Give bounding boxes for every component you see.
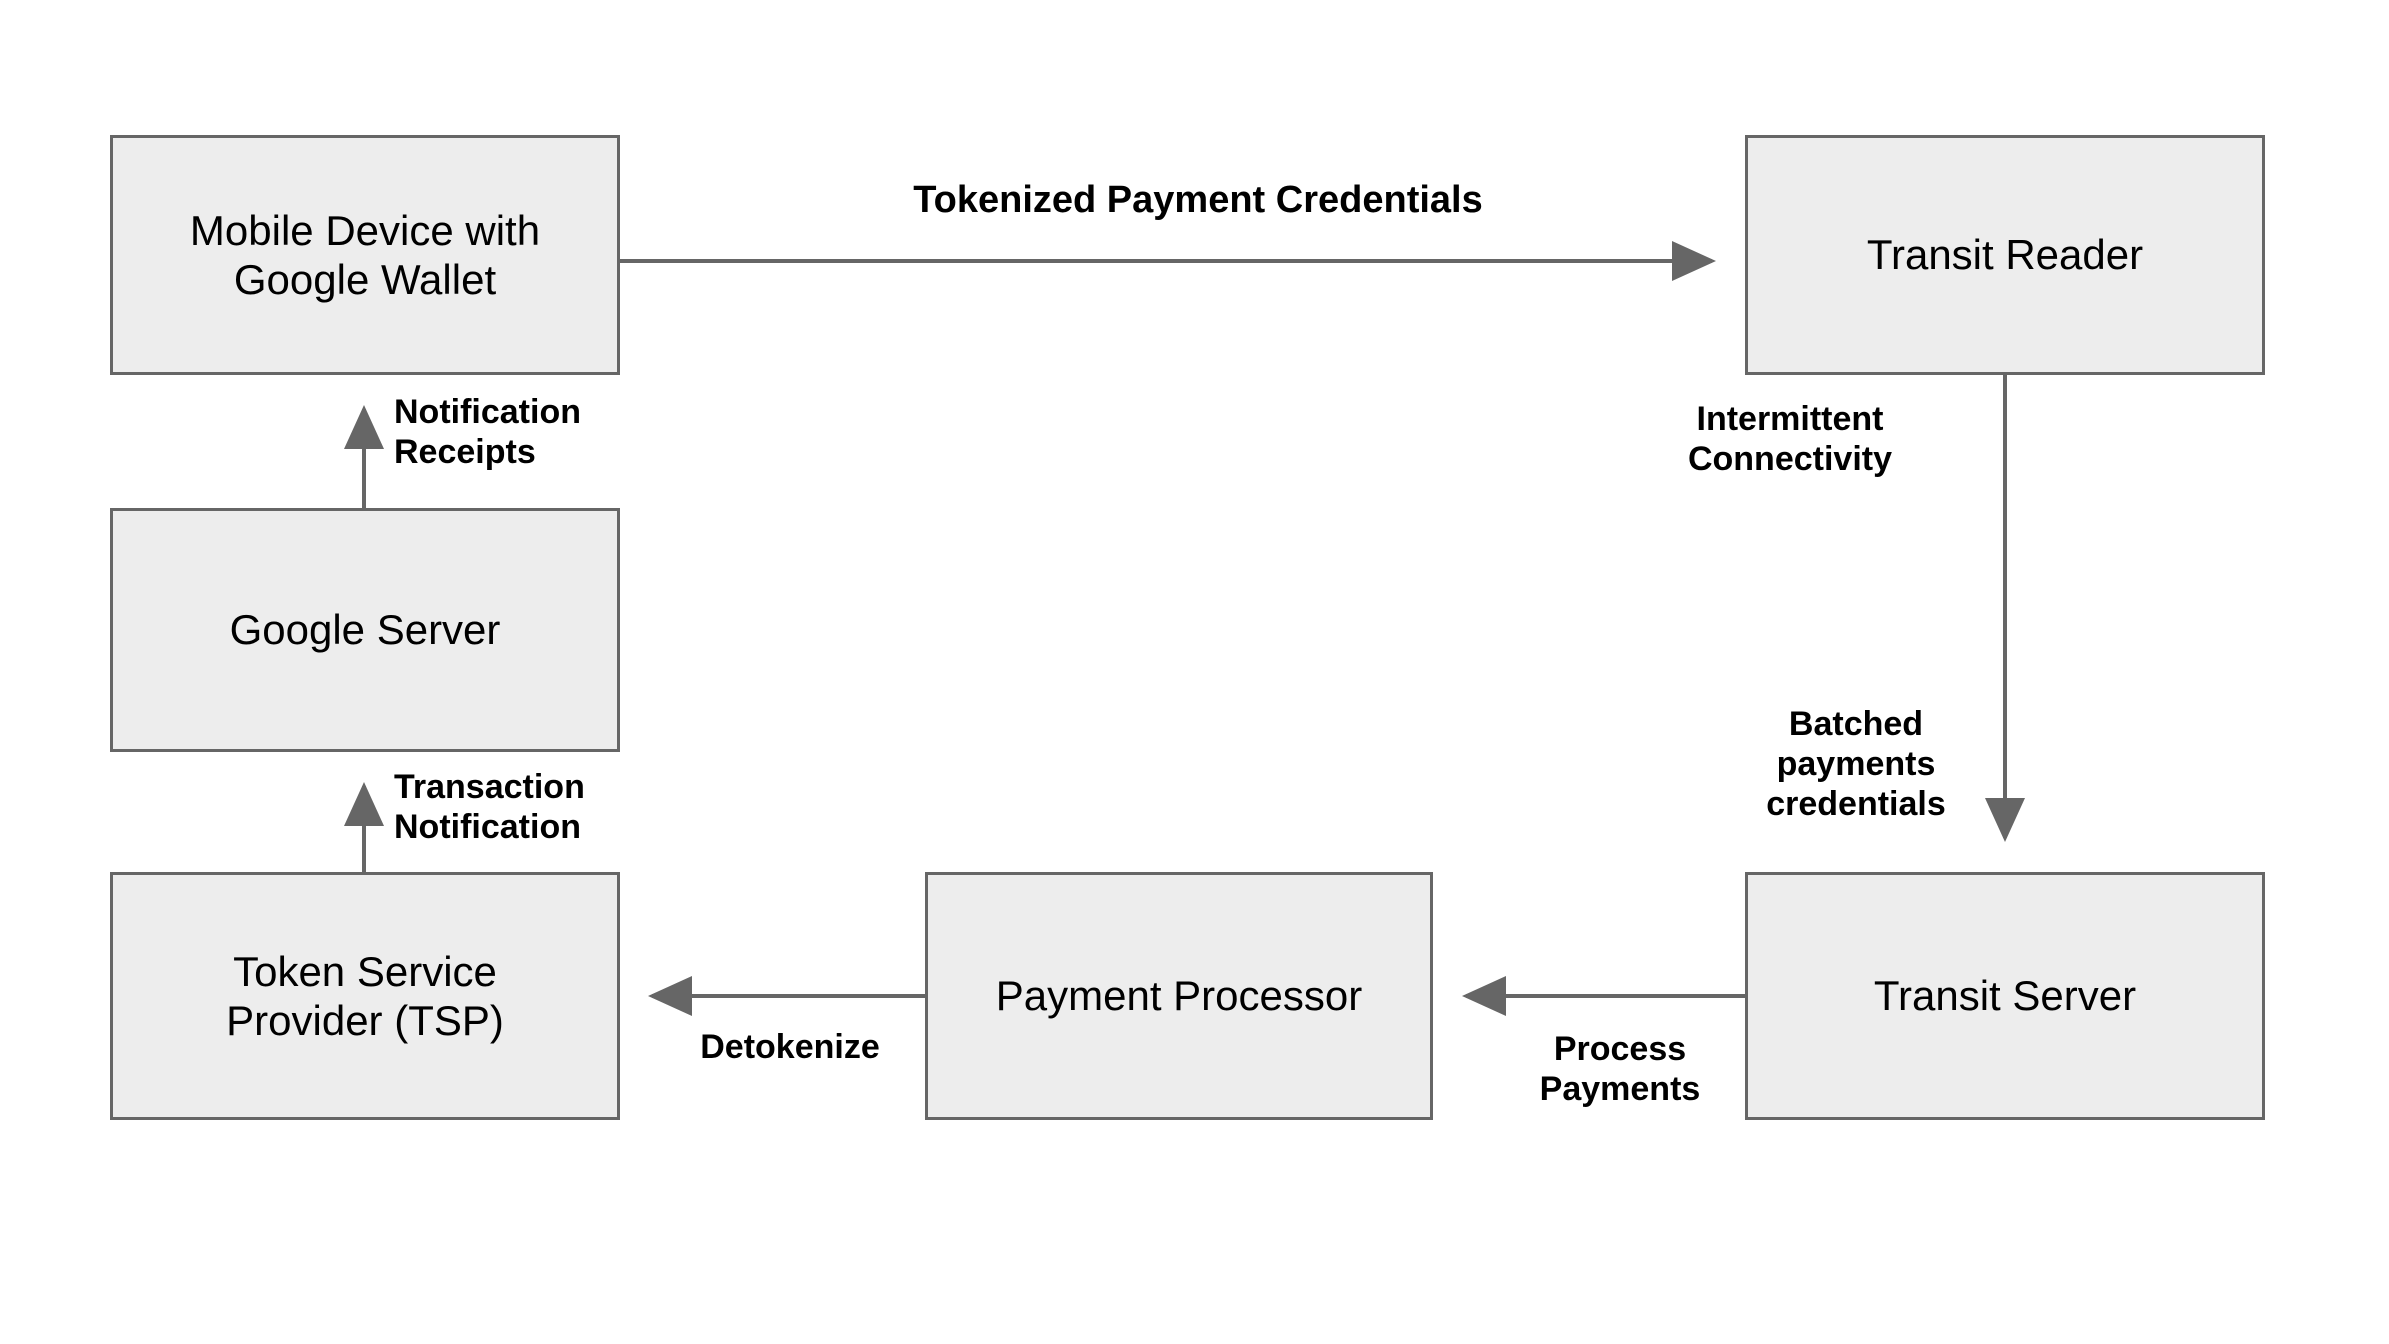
- edge-label-detokenize: Detokenize: [700, 1028, 880, 1066]
- edge-label-batched-payments-credentials: Batched payments credentials: [1766, 705, 1946, 823]
- node-payment-processor[interactable]: Payment Processor: [925, 872, 1433, 1120]
- edge-label-process-payments: Process Payments: [1539, 1030, 1701, 1108]
- node-token-service-provider[interactable]: Token Service Provider (TSP): [110, 872, 620, 1120]
- edge-label-tokenized-payment-credentials: Tokenized Payment Credentials: [913, 179, 1483, 221]
- edge-label-intermittent-connectivity: Intermittent Connectivity: [1687, 400, 1893, 478]
- node-google-server[interactable]: Google Server: [110, 508, 620, 752]
- node-mobile-device-with-google-wallet[interactable]: Mobile Device with Google Wallet: [110, 135, 620, 375]
- node-transit-reader[interactable]: Transit Reader: [1745, 135, 2265, 375]
- edge-label-transaction-notification: Transaction Notification: [394, 768, 585, 846]
- edge-label-notification-receipts: Notification Receipts: [394, 393, 581, 471]
- node-transit-server[interactable]: Transit Server: [1745, 872, 2265, 1120]
